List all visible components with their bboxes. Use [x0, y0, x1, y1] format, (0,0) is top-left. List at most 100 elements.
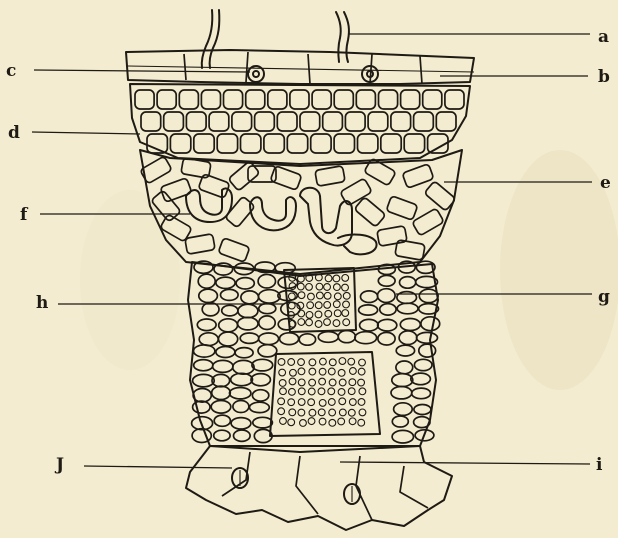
palisade-cell: [246, 90, 265, 109]
xylem-cell: [343, 319, 350, 326]
xylem-cell: [358, 379, 365, 386]
label-j: J: [54, 455, 64, 475]
parenchyma-cell: [299, 334, 315, 345]
palisade-cell: [381, 134, 401, 153]
palisade-cell: [232, 112, 252, 131]
xylem-cell: [319, 368, 326, 375]
parenchyma-cell: [397, 303, 418, 314]
palisade-cell: [287, 134, 307, 153]
parenchyma-cell: [216, 347, 235, 358]
parenchyma-cell: [193, 389, 211, 403]
parenchyma-cell: [252, 390, 268, 401]
parenchyma-cell: [280, 333, 299, 345]
xylem-cell: [334, 310, 341, 317]
palisade-cell: [194, 134, 214, 153]
parenchyma-cell: [212, 386, 231, 399]
parenchyma-cell: [400, 277, 416, 289]
parenchyma-cell: [199, 333, 218, 346]
xylem-cell: [308, 388, 315, 395]
parenchyma-cell: [233, 401, 249, 413]
parenchyma-cell: [391, 387, 412, 399]
xylem-cell: [333, 301, 340, 308]
parenchyma-cell: [378, 332, 395, 345]
xylem-cell: [349, 418, 356, 425]
xylem-cell: [328, 399, 335, 406]
xylem-cell: [349, 399, 356, 406]
palisade-cell: [300, 112, 320, 131]
xylem-cell: [339, 358, 346, 365]
palisade-cell: [186, 112, 206, 131]
parenchyma-cell: [421, 317, 440, 331]
epidermal-hairs: [202, 10, 349, 68]
xylem-cell: [306, 284, 313, 291]
xylem-cell: [306, 311, 313, 318]
parenchyma-cell: [216, 277, 235, 288]
xylem-cell: [315, 302, 322, 309]
xylem-cell: [318, 409, 325, 416]
xylem-cell: [339, 379, 346, 386]
xylem-cell: [280, 388, 287, 395]
palisade-cell: [135, 90, 154, 109]
mesophyll-cell: [270, 166, 302, 191]
leader-d: [32, 132, 140, 134]
parenchyma-cell: [378, 289, 396, 303]
xylem-cell: [329, 379, 336, 386]
xylem-cell: [316, 292, 323, 299]
parenchyma-cell: [231, 418, 251, 429]
xylem-cell: [333, 275, 340, 282]
xylem-cell: [307, 302, 314, 309]
xylem-cell: [349, 368, 356, 375]
xylem-cell: [315, 321, 322, 328]
xylem-cell: [358, 399, 365, 406]
xylem-cell: [343, 301, 350, 308]
parenchyma-cell: [234, 430, 251, 441]
palisade-cell: [379, 90, 398, 109]
palisade-cell: [224, 90, 243, 109]
parenchyma-cell: [197, 319, 216, 331]
xylem-cell: [289, 378, 296, 385]
mesophyll-cell: [377, 226, 407, 247]
xylem-cell: [279, 369, 286, 376]
palisade-cell: [209, 112, 229, 131]
xylem-cell: [298, 399, 305, 406]
parenchyma-cell: [202, 303, 219, 316]
lower-epidermis: [186, 446, 452, 530]
parenchyma-cell: [219, 319, 238, 332]
xylem-cell: [338, 389, 345, 396]
palisade-cell: [345, 112, 365, 131]
xylem-cell: [324, 301, 331, 308]
parenchyma-cell: [396, 361, 413, 374]
xylem-cell: [349, 379, 356, 386]
xylem-cell: [309, 409, 316, 416]
label-c: c: [6, 61, 16, 81]
xylem-cell: [319, 378, 326, 385]
xylem-cell: [338, 369, 345, 376]
parenchyma-cell: [240, 333, 259, 343]
parenchyma-cell: [198, 274, 215, 288]
label-e: e: [600, 173, 611, 193]
xylem-cell: [298, 368, 305, 375]
mesophyll-cell: [340, 178, 372, 206]
parenchyma-cell: [380, 304, 396, 315]
parenchyma-cell: [338, 331, 355, 343]
parenchyma-cell: [360, 319, 379, 331]
xylem-cell: [342, 284, 349, 291]
xylem-cell: [334, 293, 341, 300]
xylem-cell: [319, 358, 326, 365]
xylem-cell: [359, 409, 366, 416]
xylem-cell: [343, 292, 350, 299]
xylem-cell: [278, 359, 285, 366]
parenchyma-cell: [211, 401, 231, 414]
label-d: d: [8, 123, 20, 143]
xylem-cell: [328, 388, 335, 395]
parenchyma-cell: [214, 430, 230, 441]
xylem-cell: [324, 319, 331, 326]
parenchyma-cell: [414, 359, 432, 370]
xylem-cell: [339, 409, 346, 416]
parenchyma-cell: [221, 289, 239, 300]
xylem-cell: [324, 292, 331, 299]
xylem-cell: [308, 293, 315, 300]
palisade-cell: [157, 90, 176, 109]
xylem-cell: [359, 359, 366, 366]
parenchyma-cell: [192, 429, 211, 443]
